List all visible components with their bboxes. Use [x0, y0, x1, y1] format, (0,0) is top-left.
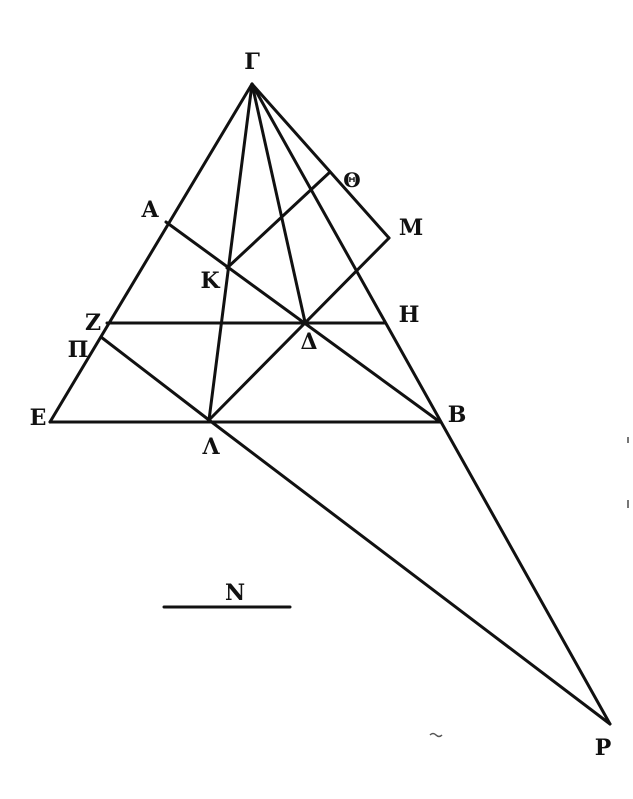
- label-pi: Π: [67, 337, 89, 363]
- label-gamma: Γ: [244, 49, 260, 75]
- line-pi-lambda: [99, 335, 211, 422]
- label-theta: Θ: [343, 168, 361, 192]
- label-mu: M: [398, 215, 424, 241]
- label-alpha: A: [141, 197, 159, 223]
- label-epsilon: E: [29, 405, 47, 431]
- line-alpha-beta: [164, 220, 442, 424]
- stray-mark: [627, 437, 629, 443]
- line-theta-kappa: [225, 170, 332, 270]
- stray-mark: [627, 500, 629, 508]
- line-gamma-lambda: [207, 82, 254, 422]
- label-lambda: Λ: [202, 434, 220, 460]
- line-lambda-rho: [207, 418, 612, 726]
- line-mu-lambda: [207, 236, 391, 422]
- label-rho: P: [594, 735, 612, 761]
- label-kappa: K: [200, 268, 220, 294]
- line-gamma-delta: [250, 82, 307, 324]
- line-gamma-epsilon: [48, 82, 254, 424]
- line-gamma-mu: [250, 82, 391, 240]
- label-beta: B: [447, 402, 467, 428]
- stray-mark: [429, 732, 443, 738]
- label-delta: Δ: [300, 329, 318, 355]
- label-nu: N: [224, 580, 246, 606]
- label-zeta: Z: [84, 310, 102, 336]
- line-gamma-rho: [250, 82, 612, 726]
- label-eta: H: [398, 302, 420, 328]
